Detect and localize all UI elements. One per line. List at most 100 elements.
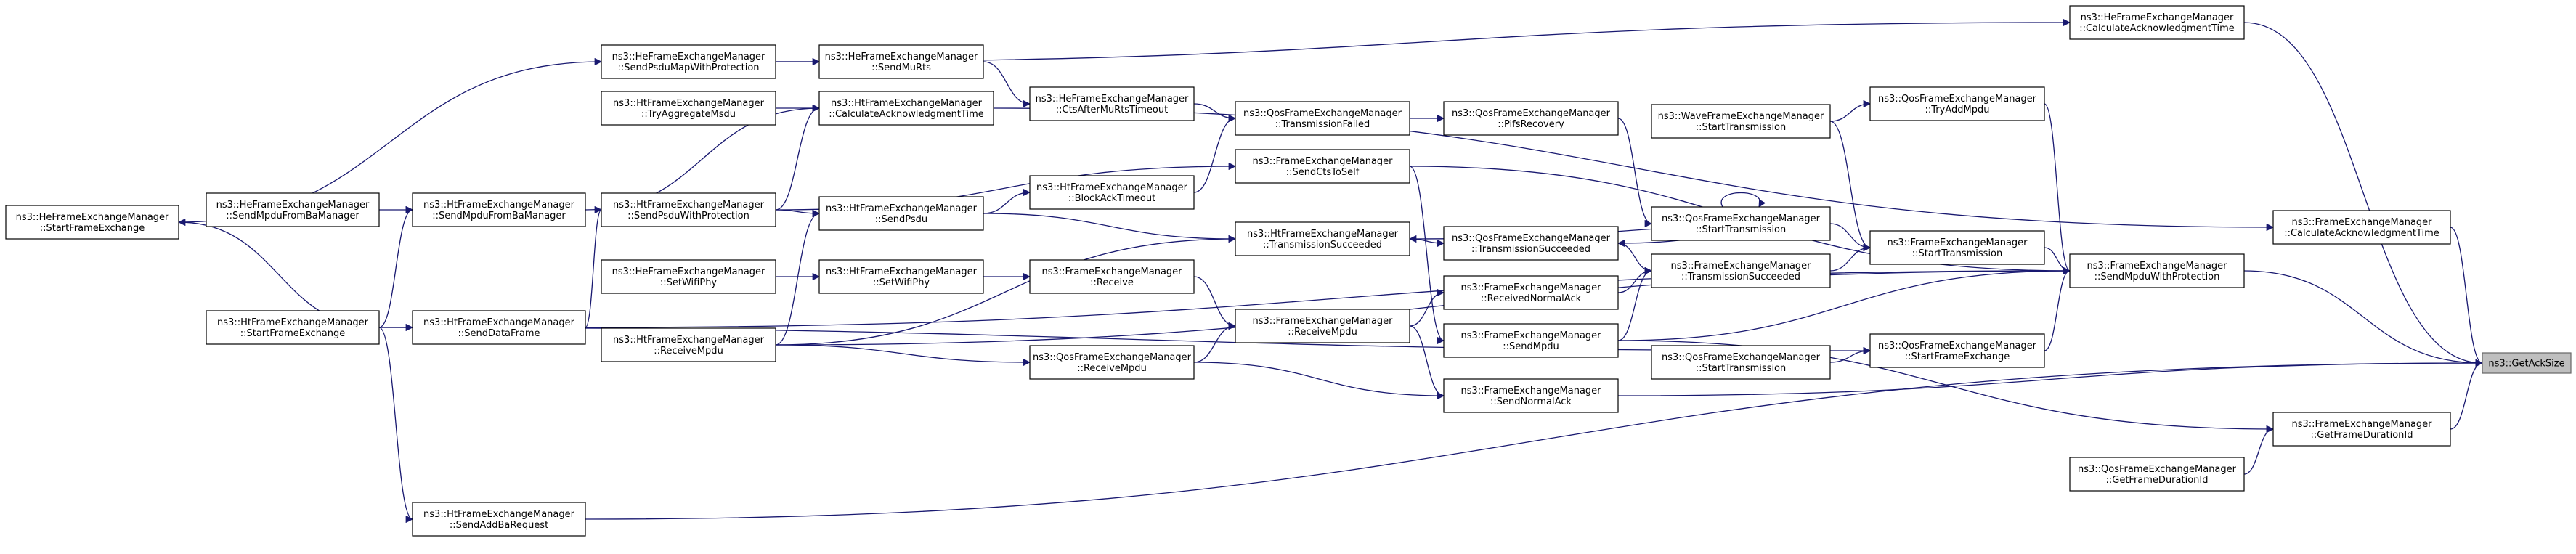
node-box[interactable] <box>1443 101 1619 136</box>
edge-wave_starttx-to-fe_starttx <box>1829 121 1872 252</box>
node-qos_starttx_b[interactable]: ns3::QosFrameExchangeManager::StartTrans… <box>1651 345 1831 380</box>
node-fe_calcack[interactable]: ns3::FrameExchangeManager::CalculateAckn… <box>2272 210 2451 245</box>
node-qos_txsucc[interactable]: ns3::QosFrameExchangeManager::Transmissi… <box>1443 226 1619 261</box>
edge-qos_getframedur-to-fe_getframedur <box>2243 425 2275 475</box>
node-he_setwifiphy[interactable]: ns3::HeFrameExchangeManager::SetWifiPhy <box>601 259 776 294</box>
node-box[interactable] <box>206 310 380 345</box>
node-ht_blockack[interactable]: ns3::HtFrameExchangeManager::BlockAckTim… <box>1029 175 1195 210</box>
node-ht_senddataframe[interactable]: ns3::HtFrameExchangeManager::SendDataFra… <box>412 310 586 345</box>
node-ht_sendpsdu[interactable]: ns3::HtFrameExchangeManager::SendPsdu <box>818 196 984 231</box>
node-label-line: ns3::HtFrameExchangeManager <box>826 203 978 214</box>
node-box[interactable] <box>412 192 586 227</box>
node-ht_calcack[interactable]: ns3::HtFrameExchangeManager::CalculateAc… <box>818 91 994 126</box>
node-box[interactable] <box>1235 149 1410 184</box>
node-box[interactable] <box>818 44 984 79</box>
node-fe_starttx[interactable]: ns3::FrameExchangeManager::StartTransmis… <box>1869 230 2045 265</box>
node-label-line: ::SendMpduFromBaManager <box>432 211 566 221</box>
node-box[interactable] <box>206 192 380 227</box>
node-box[interactable] <box>1443 275 1619 310</box>
node-qos_startfe[interactable]: ns3::QosFrameExchangeManager::StartFrame… <box>1869 333 2045 368</box>
node-box[interactable] <box>412 310 586 345</box>
node-box[interactable] <box>1235 221 1410 256</box>
node-qos_getframedur[interactable]: ns3::QosFrameExchangeManager::GetFrameDu… <box>2069 457 2245 492</box>
node-box[interactable] <box>1443 378 1619 413</box>
node-label-line: ns3::HtFrameExchangeManager <box>613 335 765 346</box>
node-box[interactable] <box>818 91 994 126</box>
node-box[interactable] <box>2069 457 2245 492</box>
node-box[interactable] <box>1651 253 1831 288</box>
node-qos_starttx_a[interactable]: ns3::QosFrameExchangeManager::StartTrans… <box>1651 206 1831 241</box>
node-box[interactable] <box>818 196 984 231</box>
node-qos_txfailed[interactable]: ns3::QosFrameExchangeManager::Transmissi… <box>1235 101 1410 136</box>
node-box[interactable] <box>601 91 776 126</box>
node-fe_sendmpduwp[interactable]: ns3::FrameExchangeManager::SendMpduWithP… <box>2069 253 2245 288</box>
node-fe_sendcts[interactable]: ns3::FrameExchangeManager::SendCtsToSelf <box>1235 149 1410 184</box>
node-box[interactable] <box>1443 226 1619 261</box>
node-label-line: ::CalculateAcknowledgmentTime <box>2284 228 2439 239</box>
node-box[interactable] <box>1869 86 2045 121</box>
node-box[interactable] <box>1029 175 1195 210</box>
node-label-line: ::SendNormalAck <box>1490 396 1572 407</box>
node-qos_tryaddmpdu[interactable]: ns3::QosFrameExchangeManager::TryAddMpdu <box>1869 86 2045 121</box>
node-label-line: ::SendPsdu <box>875 214 927 225</box>
node-box[interactable] <box>1869 230 2045 265</box>
node-he_sendmpdufromba[interactable]: ns3::HeFrameExchangeManager::SendMpduFro… <box>206 192 380 227</box>
node-ht_sendmpdufromba[interactable]: ns3::HtFrameExchangeManager::SendMpduFro… <box>412 192 586 227</box>
node-ht_startfe[interactable]: ns3::HtFrameExchangeManager::StartFrameE… <box>206 310 380 345</box>
node-label-line: ::ReceivedNormalAck <box>1481 293 1582 304</box>
node-box[interactable] <box>1029 86 1195 121</box>
node-fe_getframedur[interactable]: ns3::FrameExchangeManager::GetFrameDurat… <box>2272 412 2451 447</box>
node-label-line: ::SetWifiPhy <box>660 277 718 288</box>
node-qos_pifs[interactable]: ns3::QosFrameExchangeManager::PifsRecove… <box>1443 101 1619 136</box>
node-box[interactable] <box>1651 345 1831 380</box>
edge-ht_sendpsduwp-to-ht_calcack <box>775 104 821 211</box>
node-ht_sendaddba[interactable]: ns3::HtFrameExchangeManager::SendAddBaRe… <box>412 502 586 537</box>
node-box[interactable] <box>1869 333 2045 368</box>
node-ht_txsucc[interactable]: ns3::HtFrameExchangeManager::Transmissio… <box>1235 221 1410 256</box>
node-he_sendpsdumap[interactable]: ns3::HeFrameExchangeManager::SendPsduMap… <box>601 44 776 79</box>
node-fe_sendnormalack[interactable]: ns3::FrameExchangeManager::SendNormalAck <box>1443 378 1619 413</box>
node-fe_receive[interactable]: ns3::FrameExchangeManager::Receive <box>1029 259 1195 294</box>
node-box[interactable] <box>601 327 776 362</box>
node-box[interactable] <box>1443 323 1619 358</box>
node-he_sendmurts[interactable]: ns3::HeFrameExchangeManager::SendMuRts <box>818 44 984 79</box>
node-box[interactable] <box>1029 345 1195 380</box>
node-fe_txsucc[interactable]: ns3::FrameExchangeManager::TransmissionS… <box>1651 253 1831 288</box>
node-fe_receivempdu[interactable]: ns3::FrameExchangeManager::ReceiveMpdu <box>1235 309 1410 343</box>
node-box[interactable] <box>1235 101 1410 136</box>
node-label-line: ::SendMpduFromBaManager <box>226 211 359 221</box>
node-box[interactable] <box>5 205 179 240</box>
node-box[interactable] <box>601 259 776 294</box>
node-label-line: ::StartFrameExchange <box>40 223 145 234</box>
node-ht_receivempdu[interactable]: ns3::HtFrameExchangeManager::ReceiveMpdu <box>601 327 776 362</box>
node-wave_starttx[interactable]: ns3::WaveFrameExchangeManager::StartTran… <box>1651 104 1831 139</box>
node-box[interactable] <box>818 259 984 294</box>
node-he_ctsaftermurts[interactable]: ns3::HeFrameExchangeManager::CtsAfterMuR… <box>1029 86 1195 121</box>
node-box[interactable] <box>1651 104 1831 139</box>
edge-qos_tryaddmpdu-to-fe_sendmpduwp <box>2044 103 2071 275</box>
node-ht_setwifiphy[interactable]: ns3::HtFrameExchangeManager::SetWifiPhy <box>818 259 984 294</box>
node-box[interactable] <box>2069 5 2245 40</box>
edge-qos_pifs-to-qos_starttx_a <box>1617 118 1653 228</box>
node-label-line: ::StartTransmission <box>1696 224 1787 235</box>
node-box[interactable] <box>2272 412 2451 447</box>
node-ht_tryaggr[interactable]: ns3::HtFrameExchangeManager::TryAggregat… <box>601 91 776 126</box>
node-he_calcack[interactable]: ns3::HeFrameExchangeManager::CalculateAc… <box>2069 5 2245 40</box>
node-ht_sendpsduwp[interactable]: ns3::HtFrameExchangeManager::SendPsduWit… <box>601 192 776 227</box>
node-label-line: ns3::QosFrameExchangeManager <box>1452 108 1611 119</box>
node-box[interactable] <box>1235 309 1410 343</box>
edge-fe_sendmpdu-to-fe_txsucc <box>1617 266 1653 341</box>
node-box[interactable] <box>412 502 586 537</box>
node-box[interactable] <box>2069 253 2245 288</box>
node-box[interactable] <box>1029 259 1195 294</box>
edge-he_calcack-to-ga_getacksize <box>2243 22 2484 367</box>
node-box[interactable] <box>601 192 776 227</box>
node-fe_recvnormalack[interactable]: ns3::FrameExchangeManager::ReceivedNorma… <box>1443 275 1619 310</box>
node-box[interactable] <box>601 44 776 79</box>
node-fe_sendmpdu[interactable]: ns3::FrameExchangeManager::SendMpdu <box>1443 323 1619 358</box>
node-label-line: ns3::FrameExchangeManager <box>1252 156 1393 167</box>
node-qos_receivempdu[interactable]: ns3::QosFrameExchangeManager::ReceiveMpd… <box>1029 345 1195 380</box>
node-box[interactable] <box>2272 210 2451 245</box>
node-he_startfe[interactable]: ns3::HeFrameExchangeManager::StartFrameE… <box>5 205 179 240</box>
node-box[interactable] <box>1651 206 1831 241</box>
